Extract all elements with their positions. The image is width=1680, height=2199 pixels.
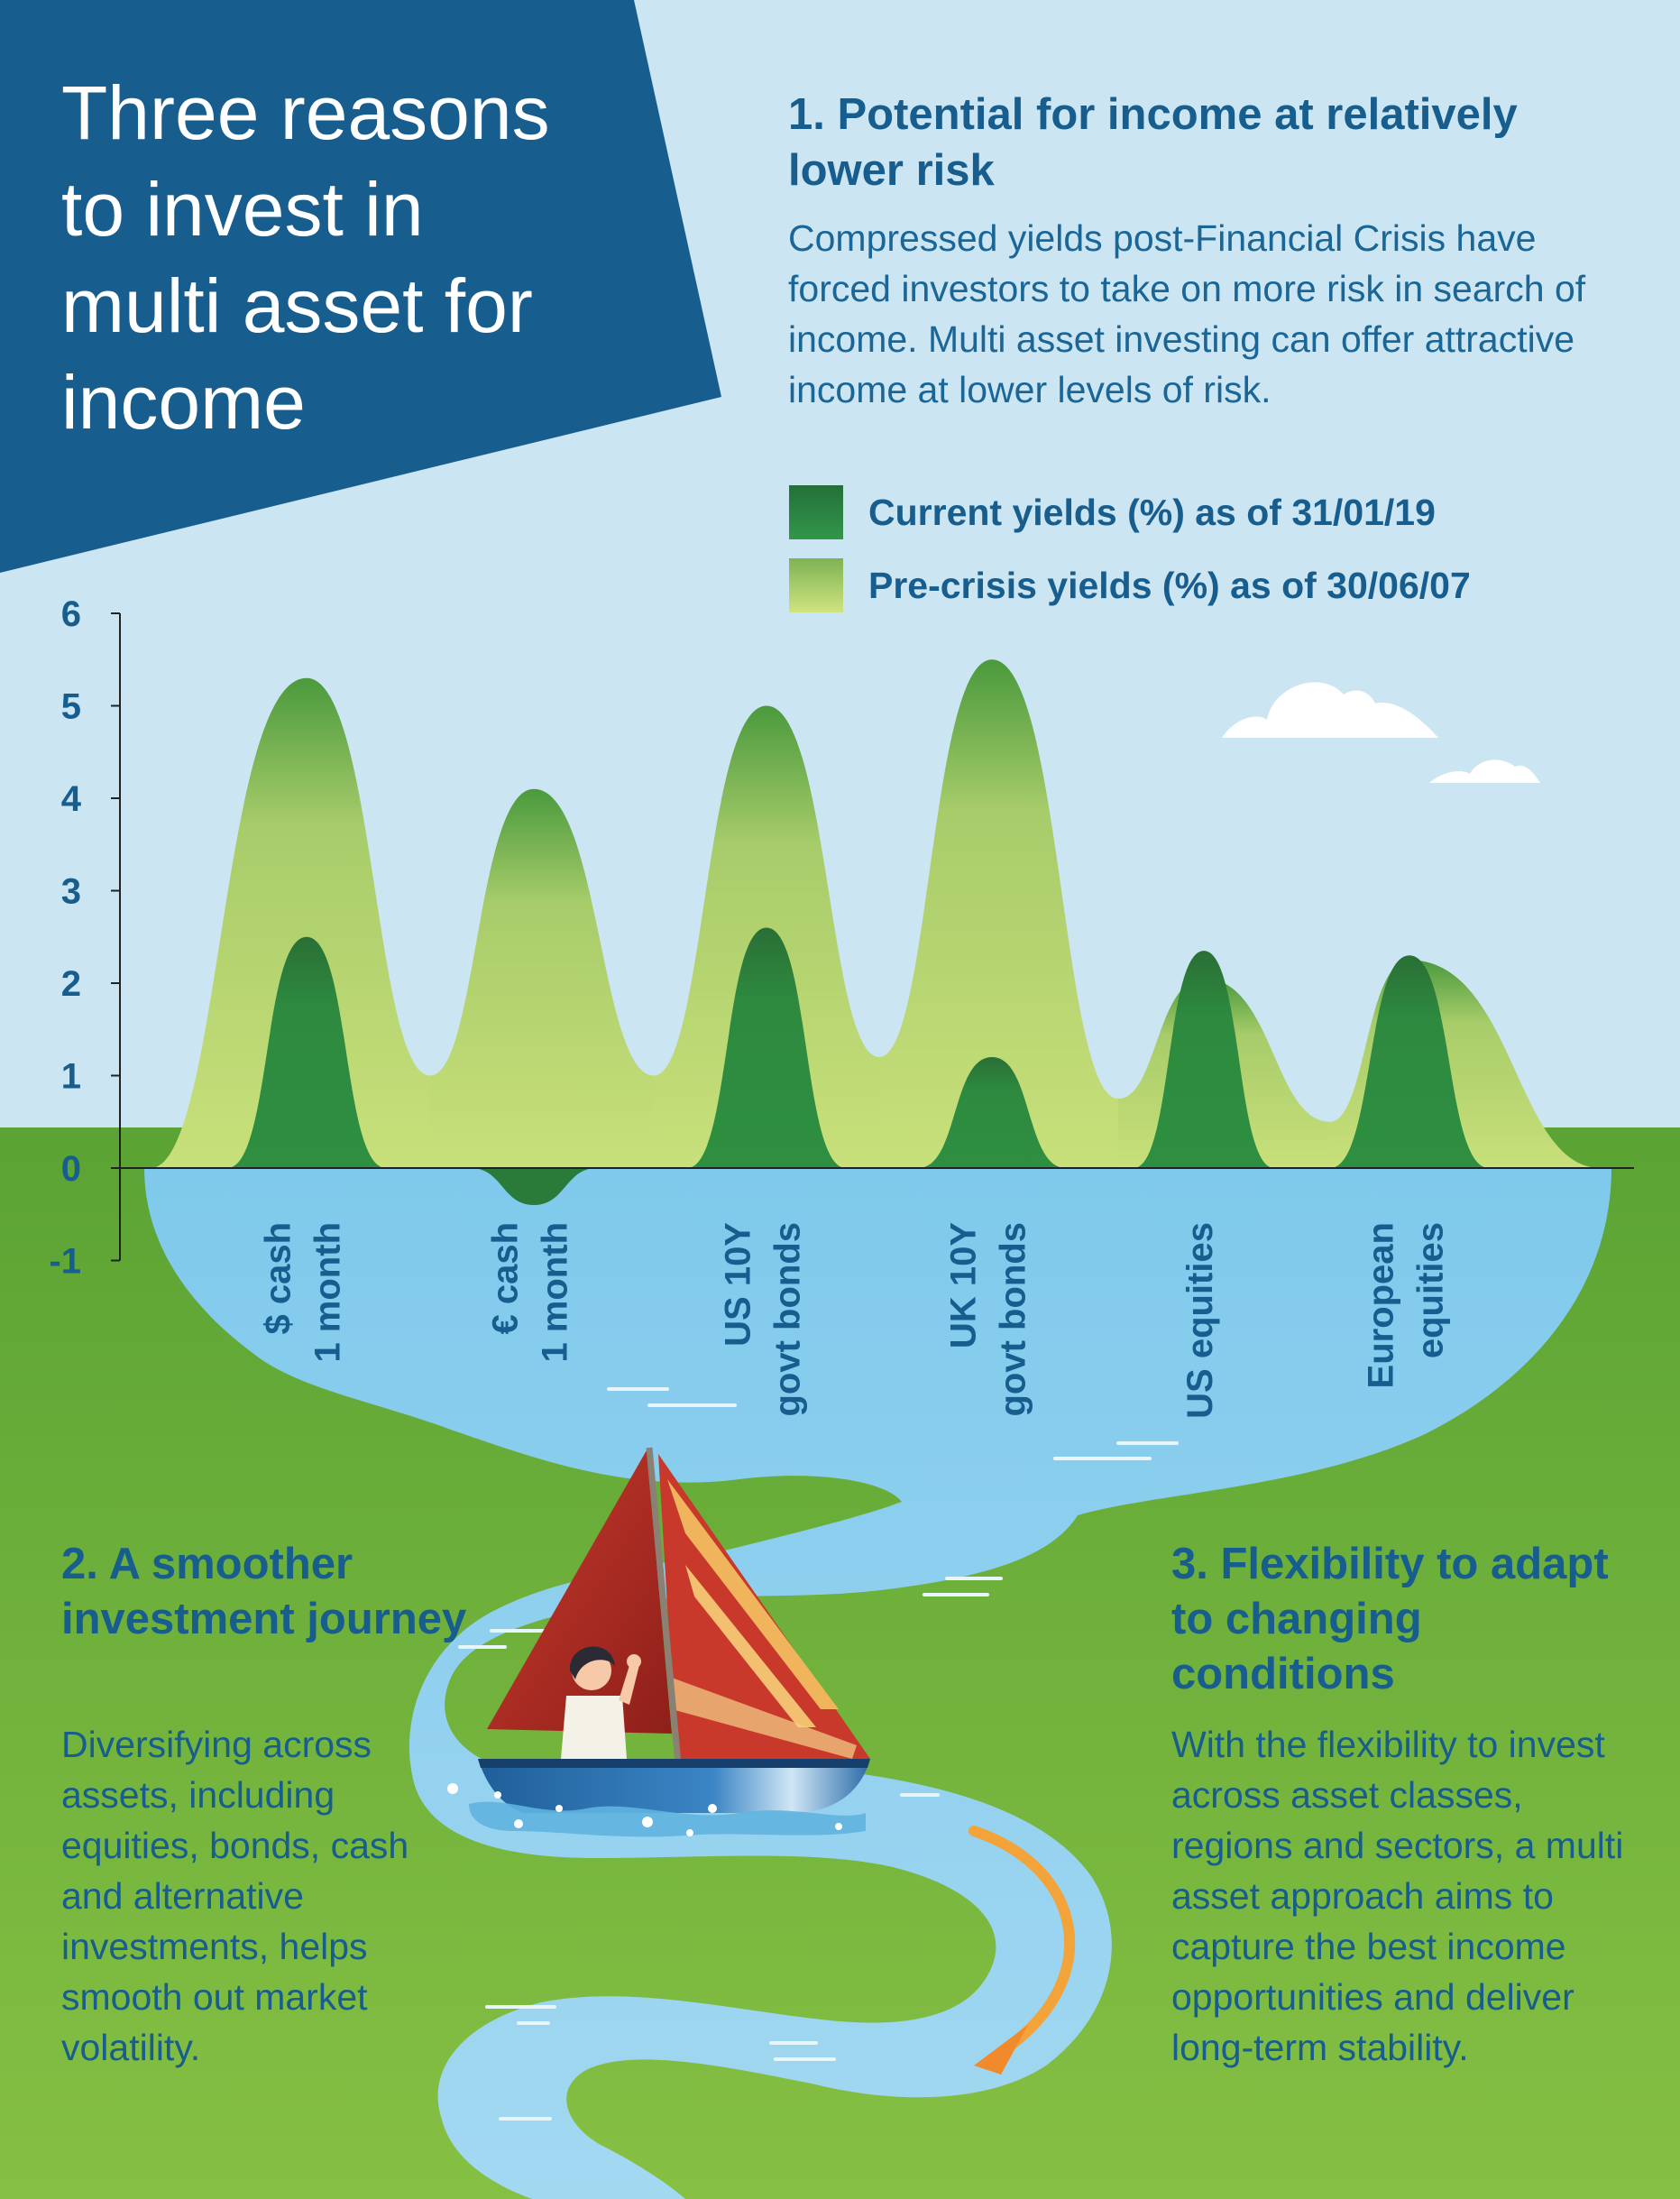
category-label: US equities: [1180, 1222, 1220, 1419]
y-tick-label: -1: [49, 1242, 81, 1282]
category-label-line: equities: [1411, 1222, 1451, 1358]
legend-label-precrisis: Pre-crisis yields (%) as of 30/06/07: [868, 565, 1471, 606]
current-yield-peak: [471, 1168, 597, 1205]
category-label-line: UK 10Y: [944, 1222, 984, 1348]
category-label-line: US 10Y: [719, 1222, 758, 1347]
category-label-line: govt bonds: [994, 1222, 1033, 1417]
current-yield-peak: [918, 1057, 1066, 1168]
category-label-line: European: [1362, 1222, 1401, 1388]
category-label: UK 10Y govt bonds: [944, 1222, 1033, 1417]
category-label-line: govt bonds: [768, 1222, 808, 1417]
category-label-line: 1 month: [308, 1222, 348, 1363]
category-label: € cash 1 month: [486, 1222, 575, 1363]
y-tick-label: 2: [61, 964, 81, 1004]
cloud: [1222, 682, 1438, 738]
section3-body: With the flexibility to invest across as…: [1171, 1724, 1624, 2068]
current-yield-peak: [687, 927, 846, 1168]
category-label: US 10Y govt bonds: [719, 1222, 808, 1417]
precrisis-yield-peak: [879, 659, 1118, 1168]
category-label-line: 1 month: [536, 1222, 575, 1363]
legend-swatch-current: [789, 485, 843, 539]
current-yield-peak: [227, 936, 386, 1168]
cloud: [1429, 759, 1540, 783]
water-ripples: [458, 1387, 1179, 2121]
current-yield-peak: [1330, 955, 1489, 1168]
category-label: European equities: [1362, 1222, 1451, 1388]
y-tick-label: 6: [61, 594, 81, 634]
precrisis-yield-peak: [151, 677, 430, 1168]
section1-heading: 1. Potential for income at relatively lo…: [788, 90, 1518, 195]
legend-swatch-precrisis: [789, 558, 843, 612]
category-label-line: US equities: [1180, 1222, 1220, 1419]
section1-body: Compressed yields post-Financial Crisis …: [788, 217, 1586, 410]
curved-arrow-icon: [969, 1826, 1075, 2075]
legend-label-current: Current yields (%) as of 31/01/19: [868, 492, 1436, 533]
current-yield-peak: [1134, 951, 1274, 1168]
precrisis-yield-peak: [430, 788, 654, 1168]
category-label-line: $ cash: [259, 1222, 298, 1335]
y-tick-label: 4: [61, 779, 82, 819]
section3-heading: 3. Flexibility to adapt to changing cond…: [1171, 1540, 1609, 1698]
river: [144, 1168, 1611, 2199]
category-label: $ cash 1 month: [259, 1222, 348, 1363]
section2-heading: 2. A smoother investment journey: [61, 1540, 467, 1643]
section2-body: Diversifying across assets, including eq…: [61, 1724, 409, 2068]
y-tick-label: 5: [61, 687, 81, 727]
y-tick-label: 3: [61, 872, 81, 912]
y-tick-label: 1: [61, 1057, 81, 1097]
page-title: Three reasons to invest in multi asset f…: [61, 70, 550, 445]
y-tick-label: 0: [61, 1149, 81, 1189]
category-label-line: € cash: [486, 1222, 526, 1335]
